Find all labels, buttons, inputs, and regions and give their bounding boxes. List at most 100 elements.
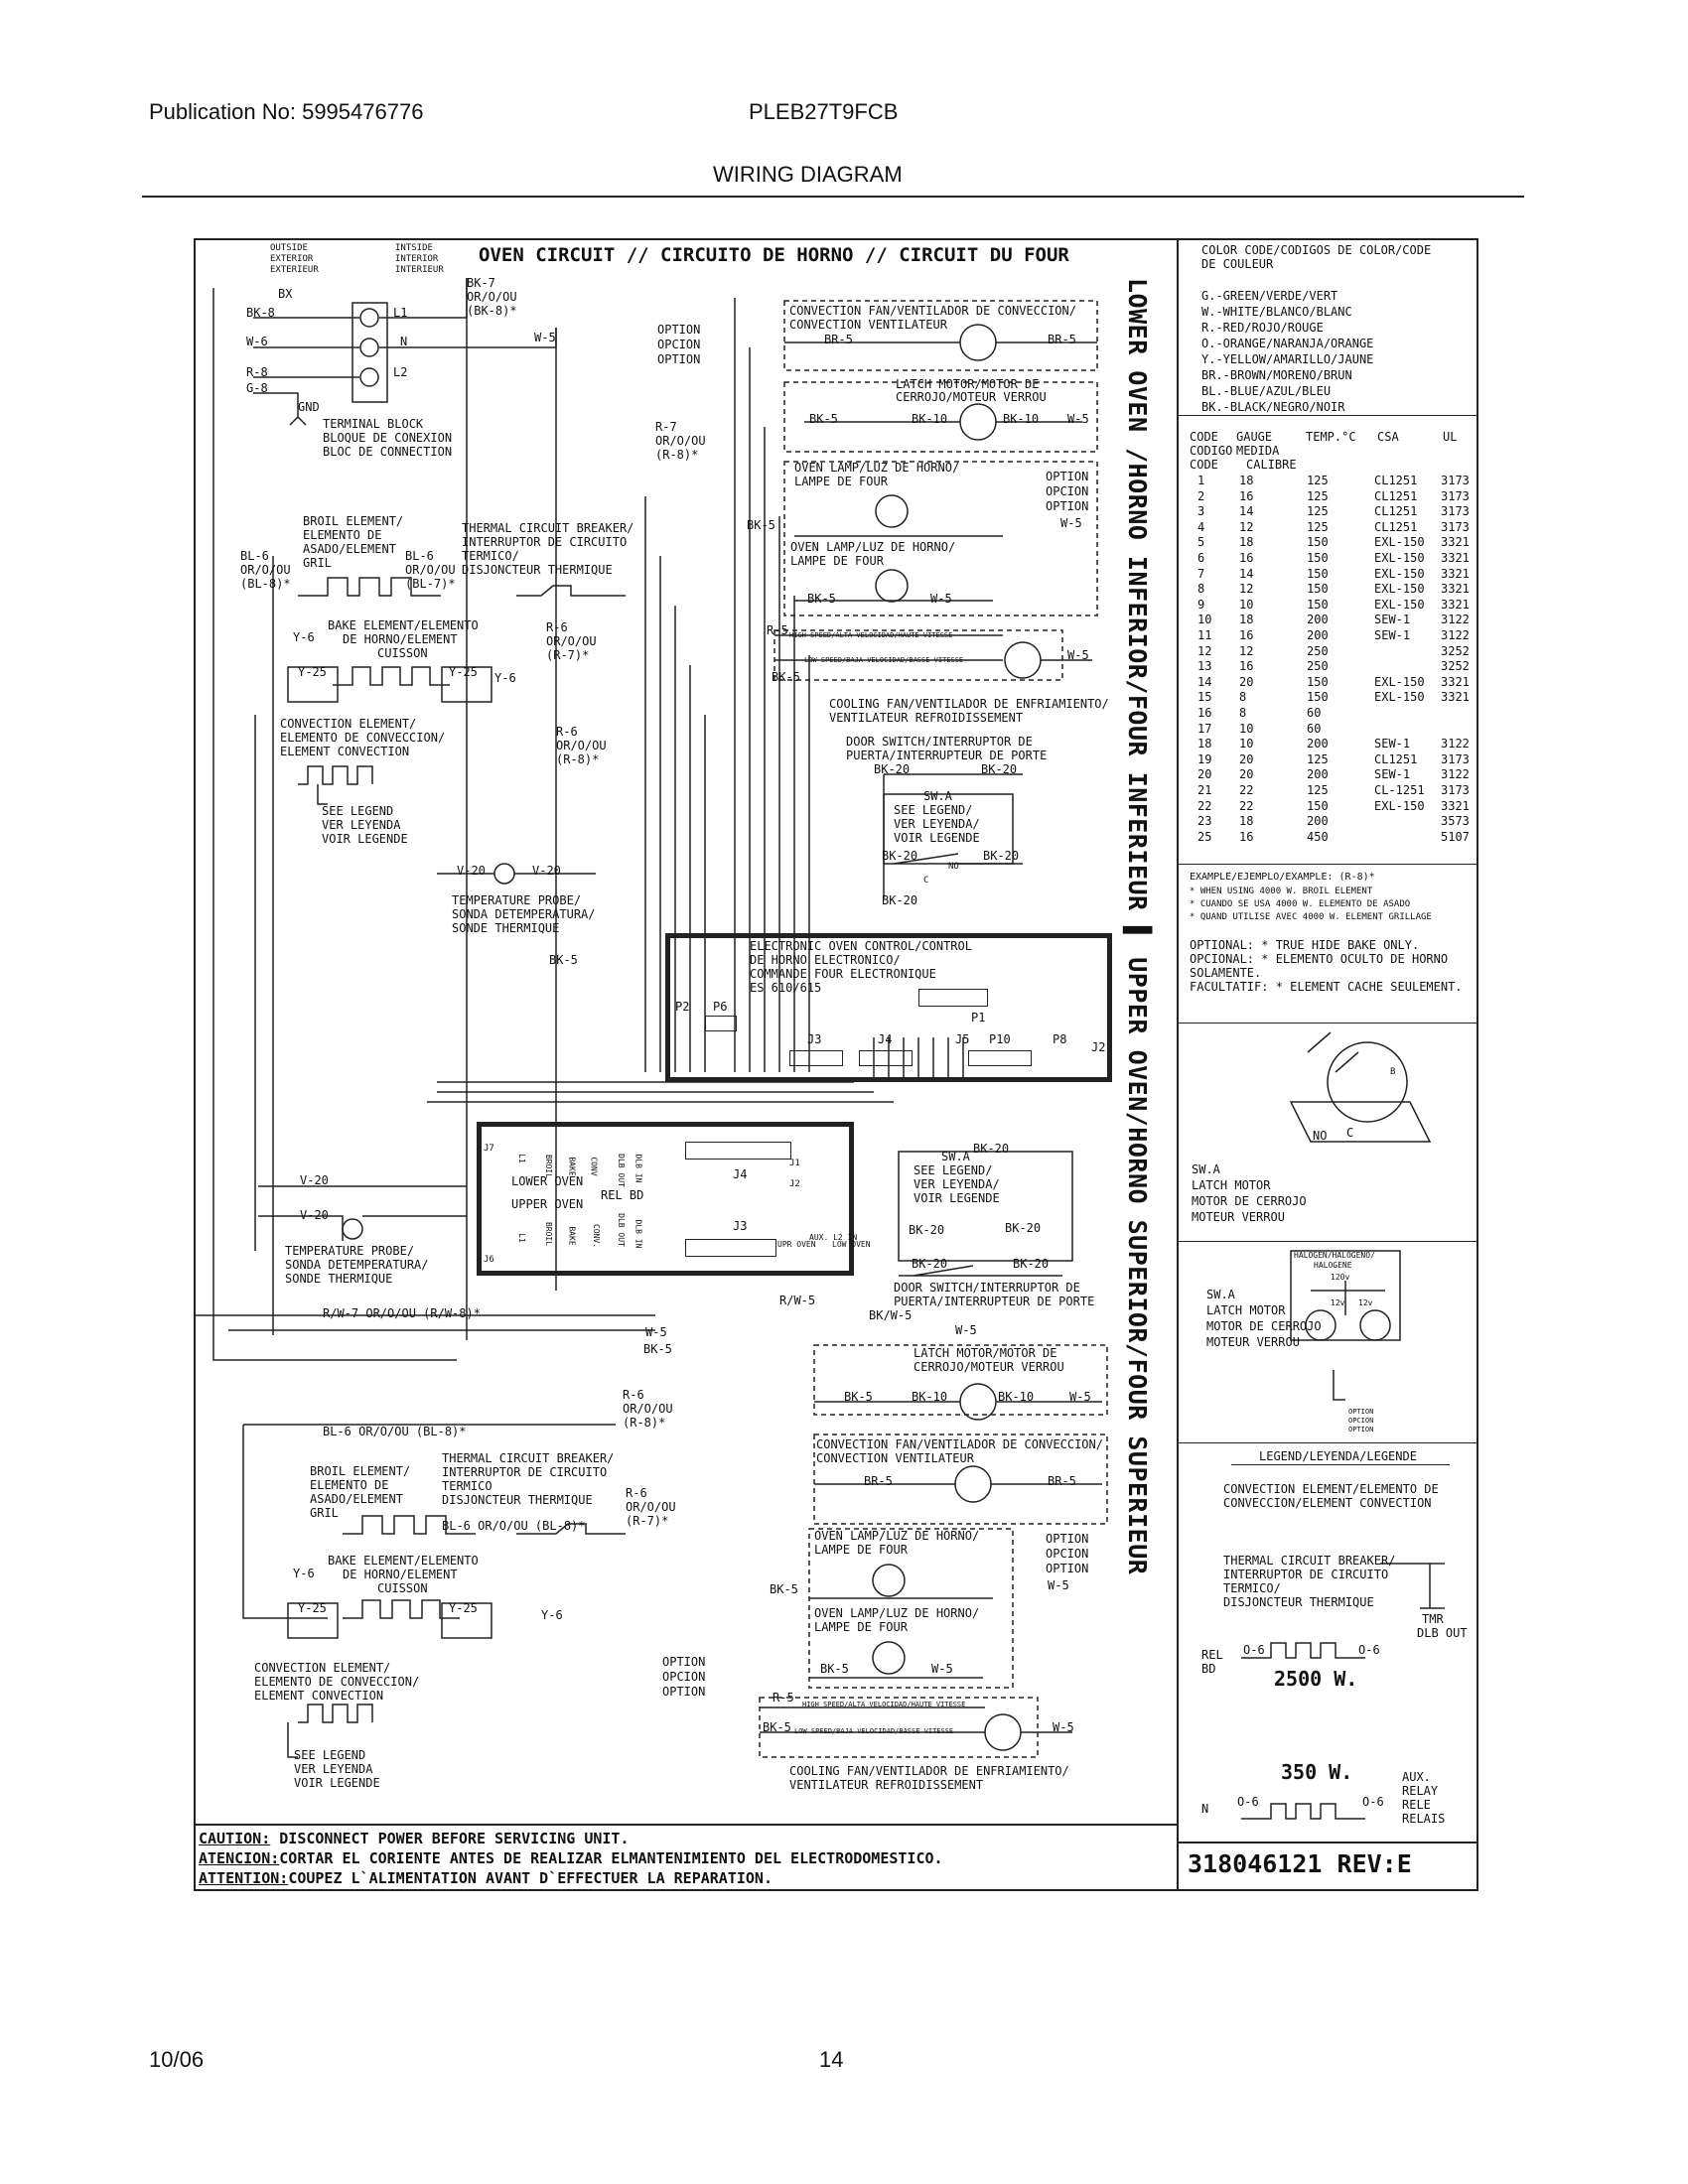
lower-swa-3: VER LEYENDA/ — [894, 817, 980, 831]
legend-350w: 350 W. — [1281, 1760, 1353, 1784]
control-connector-j3 — [789, 1050, 843, 1066]
lower-temp-probe — [493, 863, 515, 885]
outside-2: EXTERIOR — [270, 254, 314, 264]
gauge-table-cell: 3173 — [1441, 474, 1470, 487]
gauge-table-cell: 12 — [1239, 643, 1254, 658]
legend-conv-1: CONVECTION ELEMENT/ELEMENTO DE — [1223, 1482, 1439, 1496]
control-label-3: COMMANDE FOUR ELECTRONIQUE — [750, 967, 936, 981]
legend-o6-right: O-6 — [1358, 1643, 1380, 1657]
relay-top-pin-broil: BROIL — [544, 1154, 554, 1179]
wire-bk8: BK-8 — [246, 306, 275, 320]
halogen-label-1: SW.A — [1206, 1288, 1235, 1301]
upper-breaker — [516, 1523, 626, 1535]
gauge-table-cell: 150 — [1307, 551, 1329, 565]
terminal-l1-label: L1 — [393, 306, 408, 320]
legend-tmr: TMR — [1422, 1612, 1444, 1626]
color-code-item: BK.-BLACK/NEGRO/NOIR — [1201, 400, 1345, 414]
gauge-table-cell: EXL-150 — [1374, 798, 1425, 813]
upper-lamp2-1: OVEN LAMP/LUZ DE HORNO/ — [814, 1606, 980, 1620]
halogen-title-1: HALOGEN/HALOGENO/ — [1294, 1251, 1375, 1260]
swa-motor-c: C — [1346, 1126, 1354, 1140]
upper-lamp-option-2: OPCION — [1046, 1547, 1089, 1561]
lower-r6-1: R-6 — [546, 620, 568, 634]
upper-r6-2: OR/O/OU — [623, 1402, 673, 1416]
gauge-table-cell: 60 — [1307, 706, 1322, 720]
gauge-table-cell: 10 — [1239, 597, 1254, 612]
halogen-12v-b: 12v — [1358, 1298, 1373, 1307]
gauge-table-cell: 22 — [1197, 798, 1212, 813]
legend-n: N — [1201, 1802, 1209, 1816]
upper-bl6-mid: BL-6 OR/O/OU (BL-8)* — [442, 1519, 586, 1533]
upper-bk20-d: BK-20 — [912, 1257, 948, 1271]
part-number: 318046121 REV:E — [1188, 1849, 1412, 1878]
terminal-n — [359, 338, 379, 357]
caution-line: CAUTION: DISCONNECT POWER BEFORE SERVICI… — [199, 1830, 629, 1847]
lower-oven-lamp-box — [783, 461, 1098, 616]
lower-bl6b-3: (BL-7)* — [405, 577, 456, 591]
legend-aux-1: AUX. — [1402, 1770, 1431, 1784]
upper-bk5-a: BK-5 — [643, 1342, 672, 1356]
optional-4: FACULTATIF: * ELEMENT CACHE SEULEMENT. — [1190, 980, 1463, 994]
outside-1: OUTSIDE — [270, 243, 308, 253]
relay-aux-low: LOW OVEN — [832, 1240, 871, 1249]
lower-conv-fan-br5-left: BR-5 — [824, 333, 853, 346]
lower-bake-2: DE HORNO/ELEMENT — [343, 632, 458, 646]
control-p10: P10 — [989, 1032, 1011, 1046]
gauge-table-cell: 18 — [1239, 613, 1254, 627]
lower-see-legend-2: VER LEYENDA — [322, 818, 401, 832]
halogen-option-3: OPTION — [1348, 1426, 1374, 1433]
upper-lamp-option-1: OPTION — [1046, 1532, 1089, 1546]
upper-y6-right: Y-6 — [541, 1608, 563, 1622]
lower-swa-bk20-right: BK-20 — [983, 849, 1020, 863]
relay-j3: J3 — [733, 1219, 748, 1233]
gauge-header-code: CODE — [1190, 430, 1218, 444]
upper-breaker-3: TERMICO — [442, 1479, 492, 1493]
lower-bake-1: BAKE ELEMENT/ELEMENTO — [328, 618, 479, 632]
lower-broil-1: BROIL ELEMENT/ — [303, 514, 404, 528]
halogen-label-3: MOTOR DE CERROJO — [1206, 1319, 1322, 1333]
lower-probe-1: TEMPERATURE PROBE/ — [452, 893, 582, 907]
lower-lamp2-w5: W-5 — [930, 592, 952, 606]
gauge-table-cell: 10 — [1197, 613, 1212, 627]
legend-breaker-4: DISJONCTEUR THERMIQUE — [1223, 1595, 1374, 1609]
lower-bake-element — [333, 666, 450, 686]
inside-2: INTERIOR — [395, 254, 439, 264]
gauge-table-cell: 25 — [1197, 829, 1212, 844]
upper-rw7: R/W-7 OR/O/OU (R/W-8)* — [323, 1306, 481, 1320]
swa-motor-no: NO — [1313, 1129, 1328, 1143]
lower-convection-element — [298, 765, 373, 785]
lower-y25-right — [441, 666, 492, 703]
control-j2: J2 — [1091, 1040, 1106, 1054]
gauge-table-cell: 10 — [1239, 737, 1254, 751]
lower-cooling-label-2: VENTILATEUR REFROIDISSEMENT — [829, 711, 1024, 725]
footer-date: 10/06 — [149, 2047, 205, 2072]
lower-latch-motor — [959, 403, 997, 441]
gauge-table-cell: 21 — [1197, 783, 1212, 797]
swa-latch-motor-graphic — [1327, 1041, 1408, 1123]
gauge-table-cell: 3173 — [1441, 751, 1470, 766]
lower-r6b-2: OR/O/OU — [556, 739, 607, 752]
lower-conv-elem-2: ELEMENTO DE CONVECCION/ — [280, 731, 446, 745]
lower-lamp-option-3: OPTION — [1046, 499, 1089, 513]
relay-top-pin-dlb-out: DLB OUT — [616, 1154, 626, 1187]
control-label-2: DE HORNO ELECTRONICO/ — [750, 953, 901, 967]
relay-bottom-pin-broil: BROIL — [544, 1221, 554, 1247]
gauge-table-cell: 10 — [1239, 721, 1254, 736]
control-p2: P2 — [675, 1000, 690, 1014]
lower-lamp1-label-1: OVEN LAMP/LUZ DE HORNO/ — [794, 461, 960, 475]
terminal-l1 — [359, 308, 379, 328]
lower-conv-elem-1: CONVECTION ELEMENT/ — [280, 717, 417, 731]
gauge-table-cell: 12 — [1197, 643, 1212, 658]
gauge-table-cell: 3252 — [1441, 643, 1470, 658]
gauge-table-cell: 8 — [1239, 706, 1247, 720]
legend-aux-2: RELAY — [1402, 1784, 1439, 1798]
lower-convection-fan-box — [783, 300, 1098, 371]
wire-bk7-2: OR/O/OU — [467, 290, 517, 304]
gauge-table-cell: 150 — [1307, 674, 1329, 689]
gauge-table-cell: 13 — [1197, 659, 1212, 674]
relay-bottom-pin-l1: L1 — [516, 1233, 526, 1243]
lower-door-bk20-right: BK-20 — [981, 762, 1018, 776]
gauge-table-cell: 16 — [1239, 488, 1254, 503]
electronic-oven-control — [665, 933, 1112, 1082]
gauge-table-cell: EXL-150 — [1374, 674, 1425, 689]
